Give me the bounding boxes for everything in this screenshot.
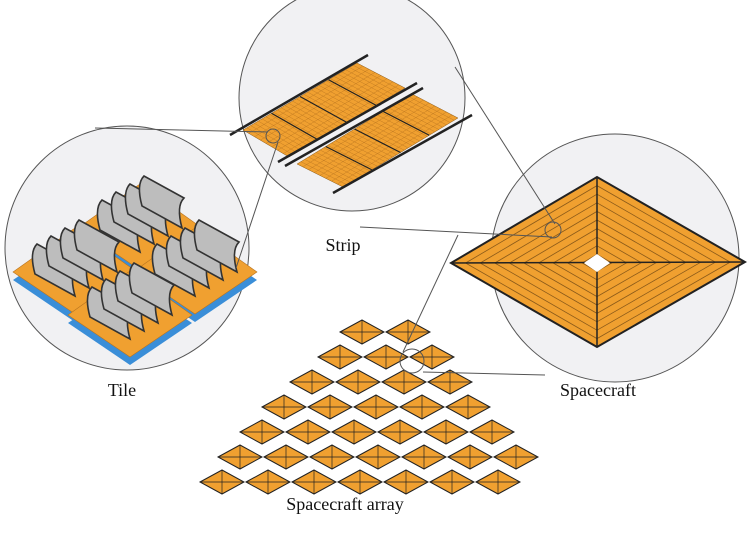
strip-module-line xyxy=(328,79,377,106)
strip-module-line xyxy=(299,95,348,124)
spacecraft-strip-line xyxy=(523,219,598,264)
spacecraft-strip-line xyxy=(596,262,672,306)
spacecraft-array-illustration xyxy=(198,319,540,495)
strip-boom xyxy=(284,86,424,168)
spacecraft-strip-line xyxy=(596,193,716,263)
spacecraft-center-hole xyxy=(584,254,610,272)
spacecraft-illustration xyxy=(449,175,748,349)
spacecraft-label: Spacecraft xyxy=(560,380,636,400)
spacecraft-strip-line xyxy=(538,262,598,297)
tile-illustration xyxy=(12,175,258,365)
tile-reflector xyxy=(193,219,241,274)
spacecraft-strip-line xyxy=(494,262,598,323)
spacecraft-strip-line xyxy=(596,219,672,263)
spacecraft-strip-line xyxy=(553,262,598,289)
spacecraft-strip-line xyxy=(596,262,627,281)
spacecraft-strip-line xyxy=(596,228,657,263)
spacecraft-array-label: Spacecraft array xyxy=(286,494,404,514)
zoom-connector-lines xyxy=(94,66,562,376)
spacecraft-strip-line xyxy=(538,228,598,264)
strip-boom xyxy=(332,113,473,195)
spacecraft-strip-line xyxy=(567,245,598,264)
spacecraft-strip-line xyxy=(552,236,598,264)
spacecraft-strip-line xyxy=(596,185,731,263)
strip-module-line xyxy=(354,128,401,154)
spacecraft-strip-line xyxy=(480,262,598,331)
spacecraft-strip-line xyxy=(596,261,716,331)
tile-reflector xyxy=(138,175,186,230)
spacecraft-strip-line xyxy=(465,185,598,264)
spacecraft-strip-line xyxy=(509,211,598,264)
tile-reflector xyxy=(73,219,121,274)
strip-module-line xyxy=(325,145,373,171)
spacecraft-strip-line xyxy=(465,262,598,339)
spacecraft-strip-line xyxy=(596,262,686,314)
spacecraft-strip-line xyxy=(567,262,598,281)
spacecraft-strip-line xyxy=(596,245,627,264)
spacecraft-strip-line xyxy=(596,262,657,297)
spacecraft-strip-line xyxy=(596,236,642,264)
spacecraft-strip-line xyxy=(596,211,686,263)
spacecraft-strip-line xyxy=(596,262,642,289)
strip-illustration xyxy=(229,53,473,195)
spacecraft-strip-line xyxy=(596,261,731,339)
strip-module-line xyxy=(271,112,319,141)
spacecraft-strip-line xyxy=(596,261,701,323)
tile-label: Tile xyxy=(107,380,137,400)
strip-boom xyxy=(229,53,369,137)
strip-boom xyxy=(277,81,418,164)
spacecraft-strip-line xyxy=(509,262,598,314)
spacecraft-strip-line xyxy=(596,202,701,263)
tile-reflector xyxy=(128,262,176,317)
strip-label: Strip xyxy=(325,235,361,255)
spacecraft-strip-line xyxy=(479,193,598,264)
spacecraft-strip-line xyxy=(523,262,598,306)
strip-module-line xyxy=(382,110,430,136)
